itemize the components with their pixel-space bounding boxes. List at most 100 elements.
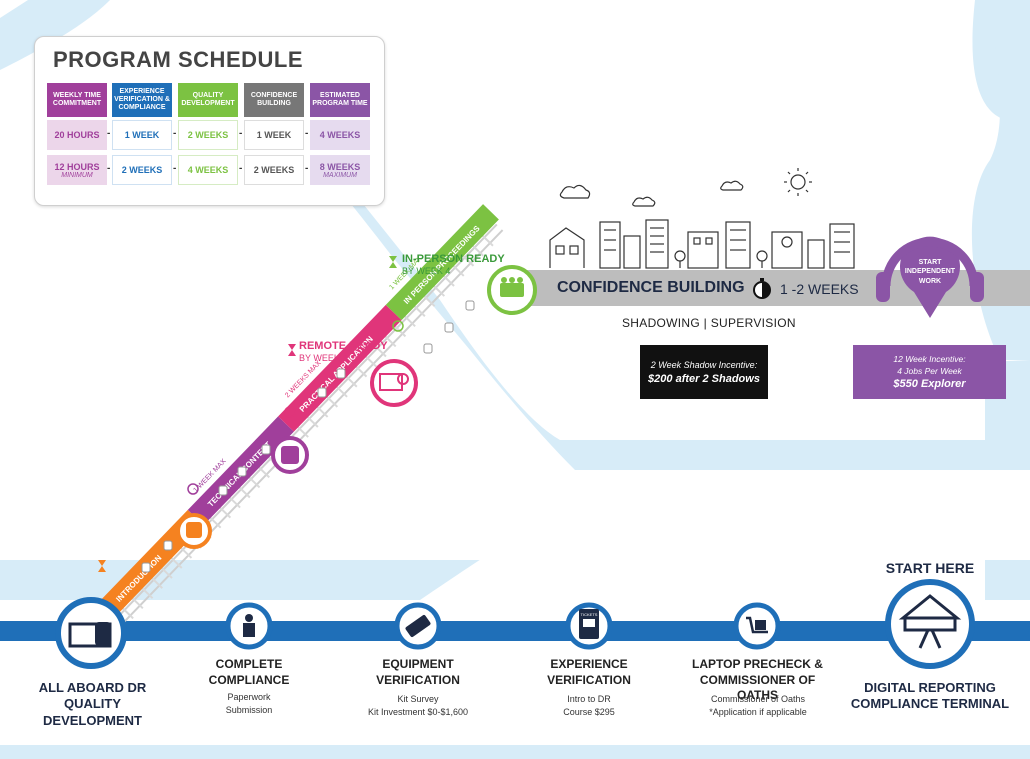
stop-sub-laptop-2: *Application if applicable (709, 707, 807, 717)
stop-sub-experience-1: Intro to DR (567, 694, 611, 704)
stop-sub-equipment-1: Kit Survey (397, 694, 439, 704)
schedule-separator: - (305, 128, 309, 139)
schedule-cell: 4 WEEKS (310, 120, 370, 150)
station-practical (271, 436, 309, 474)
confidence-title: CONFIDENCE BUILDING (557, 279, 745, 296)
stop-title-all-aboard: ALL ABOARD DR QUALITY DEVELOPMENT (38, 680, 147, 728)
schedule-cell: 1 WEEK (112, 120, 172, 150)
schedule-cell: 2 WEEKS (112, 155, 172, 185)
train-marker-icon (423, 343, 433, 354)
week12-incentive-box: 12 Week Incentive: 4 Jobs Per Week $550 … (853, 345, 1006, 399)
schedule-cell-note: MAXIMUM (323, 171, 357, 179)
schedule-header-quality: QUALITY DEVELOPMENT (178, 83, 238, 117)
schedule-title: PROGRAM SCHEDULE (53, 47, 304, 72)
stop-sub-equipment-2: Kit Investment $0-$1,600 (367, 707, 469, 717)
week12-incentive-line1: 12 Week Incentive: (893, 354, 966, 364)
stopwatch-icon (187, 483, 199, 495)
schedule-separator: - (173, 163, 177, 174)
schedule-header-estimated: ESTIMATED PROGRAM TIME (310, 83, 370, 117)
cloud-icon (632, 196, 656, 207)
schedule-cell-note: MINIMUM (61, 171, 93, 179)
confidence-activities: SHADOWING | SUPERVISION (622, 316, 796, 330)
start-here-label: START HERE (885, 560, 975, 576)
schedule-separator: - (239, 163, 243, 174)
hourglass-icon (288, 344, 296, 356)
schedule-separator: - (173, 128, 177, 139)
train-marker-icon (261, 444, 271, 455)
confidence-duration: 1 -2 WEEKS (780, 281, 859, 297)
luggage-cart-icon (746, 616, 768, 634)
conductor-icon (245, 614, 253, 622)
stop-title-experience: EXPERIENCE VERIFICATION (547, 657, 631, 687)
inperson-ready-sub: BY WEEK 4 (402, 266, 451, 276)
station-technical (176, 513, 212, 549)
train-icon (186, 522, 202, 538)
week12-incentive-line3: $550 Explorer (893, 378, 966, 390)
station-compliance (225, 602, 273, 650)
remote-ready-sub: BY WEEK 3 (299, 353, 348, 363)
track-segment-practical (278, 304, 402, 432)
schedule-separator: - (107, 128, 111, 139)
stop-title-equipment: EQUIPMENT VERIFICATION (376, 657, 460, 687)
train-marker-icon (237, 466, 247, 477)
cloud-icon (720, 180, 744, 191)
ticket-machine-label: TICKETS (581, 612, 598, 617)
schedule-cell: 1 WEEK (244, 120, 304, 150)
stop-title-compliance: COMPLETE COMPLIANCE (208, 657, 290, 687)
train-marker-icon (465, 300, 475, 311)
station-equipment (394, 602, 442, 650)
schedule-cell: 20 HOURS (47, 120, 107, 150)
program-schedule-card: PROGRAM SCHEDULE WEEKLY TIME COMMITMENT … (34, 36, 385, 206)
station-all-aboard (55, 597, 127, 669)
stopwatch-icon (284, 406, 296, 418)
train-marker-icon (163, 540, 173, 551)
schedule-cell: 4 WEEKS (178, 155, 238, 185)
schedule-cell: 8 WEEKS MAXIMUM (310, 155, 370, 185)
track-segment-inperson (385, 204, 499, 321)
schedule-cell: 12 HOURS MINIMUM (47, 155, 107, 185)
train-icon (281, 446, 299, 464)
station-experience: TICKETS (565, 602, 613, 650)
inperson-ready-title: IN-PERSON READY (402, 253, 505, 265)
station-remote-ready (370, 359, 418, 407)
start-work-label: START INDEPENDENT WORK (904, 259, 956, 285)
city-skyline (549, 168, 855, 269)
stop-sub-compliance: Paperwork Submission (225, 692, 273, 716)
stop-sub-experience-2: Course $295 (563, 707, 615, 717)
stop-sub-laptop-1: Commissioner of Oaths (710, 694, 806, 704)
schedule-separator: - (107, 163, 111, 174)
station-inperson-ready (487, 265, 537, 315)
train-icon (95, 622, 111, 646)
schedule-separator: - (239, 128, 243, 139)
train-marker-icon (218, 485, 228, 496)
cloud-icon (559, 184, 591, 199)
schedule-header-confidence: CONFIDENCE BUILDING (244, 83, 304, 117)
train-marker-icon (317, 387, 327, 398)
hourglass-icon (389, 256, 397, 268)
schedule-cell: 2 WEEKS (244, 155, 304, 185)
stop-title-laptop: LAPTOP PRECHECK & COMMISSIONER OF OATHS (692, 657, 823, 703)
schedule-separator: - (305, 163, 309, 174)
ticket-card-icon (405, 614, 431, 638)
stopwatch-icon (753, 278, 771, 299)
stopwatch-icon (392, 320, 404, 332)
station-laptop (733, 602, 781, 650)
schedule-cell-value: 8 WEEKS (319, 161, 361, 172)
train-marker-icon (336, 368, 346, 379)
schedule-cell-value: 12 HOURS (54, 161, 100, 172)
hourglass-icon (98, 560, 106, 572)
train-marker-icon (444, 322, 454, 333)
train-marker-icon (141, 562, 151, 573)
remote-ready-title: REMOTE READY (299, 340, 388, 352)
shadow-incentive-line2: $200 after 2 Shadows (648, 372, 760, 385)
shadow-incentive-box: 2 Week Shadow Incentive: $200 after 2 Sh… (640, 345, 768, 399)
schedule-header-weekly-time: WEEKLY TIME COMMITMENT (47, 83, 107, 117)
schedule-cell: 2 WEEKS (178, 120, 238, 150)
station-terminal (885, 579, 975, 669)
remote-screen-icon (379, 373, 403, 391)
week12-incentive-line2: 4 Jobs Per Week (897, 366, 962, 376)
headphones-icon (876, 236, 984, 318)
stop-title-terminal: DIGITAL REPORTING COMPLIANCE TERMINAL (850, 680, 1010, 712)
